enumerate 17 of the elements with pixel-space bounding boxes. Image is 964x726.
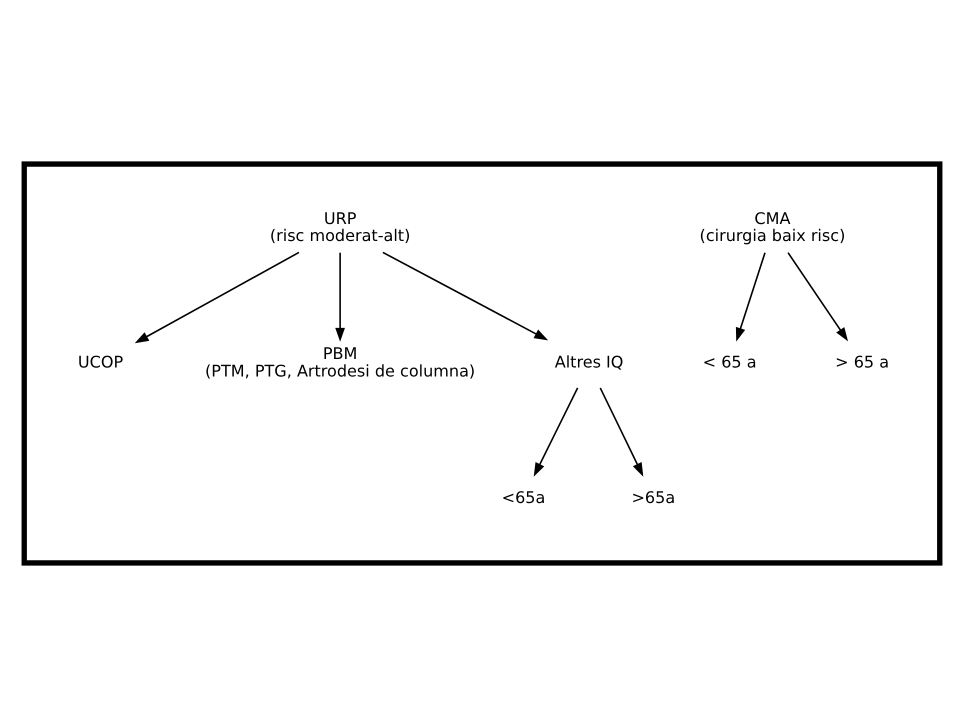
node-text: Altres IQ	[554, 352, 624, 372]
arrow	[534, 387, 578, 476]
arrow	[134, 251, 300, 343]
node-text: CMA (cirurgia baix risc)	[700, 208, 846, 245]
node-text: URP (risc moderat-alt)	[270, 208, 410, 245]
arrow	[600, 387, 644, 476]
arrow	[736, 252, 766, 342]
arrow	[382, 251, 548, 340]
node-text: >65a	[631, 487, 676, 506]
arrow	[335, 252, 345, 342]
node-text: < 65 a	[702, 352, 757, 372]
node-text: UCOP	[78, 352, 124, 372]
arrow	[787, 252, 848, 341]
node-text: > 65 a	[835, 352, 890, 372]
node-text: <65a	[502, 487, 546, 506]
cluster	[22, 160, 942, 566]
node-text: PBM (PTM, PTG, Artrodesi de columna)	[205, 343, 476, 380]
